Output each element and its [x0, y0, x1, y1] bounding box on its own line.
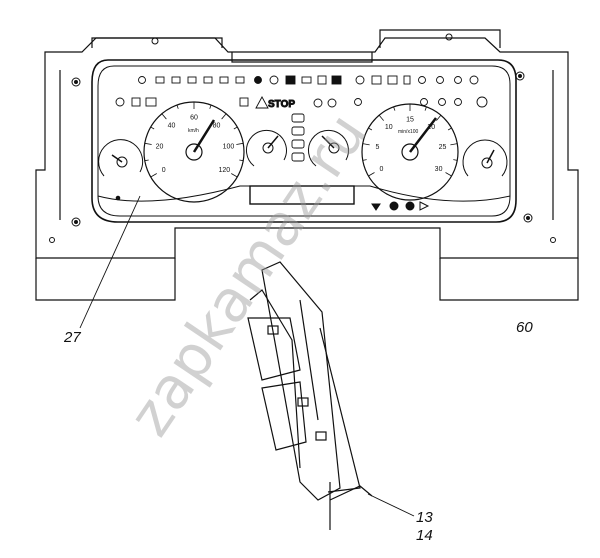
speedo-tick — [209, 104, 212, 109]
small-gauge-center-right — [307, 129, 349, 167]
indicator-lamps-second: STOP — [115, 96, 488, 110]
speedo-tick — [150, 173, 157, 178]
tacho-tick — [450, 143, 458, 146]
cluster-bezel — [91, 59, 517, 223]
tachometer-needle — [409, 117, 437, 153]
callout-figure: 60 — [516, 319, 533, 336]
speedo-tick — [144, 159, 149, 162]
tacho-tick-label: 5 — [376, 144, 380, 151]
speedo-tick — [176, 104, 179, 109]
rear-connector-housing — [247, 261, 373, 530]
tacho-tick-label: 10 — [385, 124, 393, 131]
warning-triangle-icon — [255, 96, 269, 109]
speedo-tick — [231, 173, 238, 178]
tacho-tick — [447, 127, 452, 131]
indicator-lamps-top — [138, 75, 479, 85]
center-lamp-column — [291, 113, 305, 162]
speedo-tick-label: 20 — [156, 143, 164, 150]
speedo-tick — [233, 126, 238, 130]
speedo-tick-label: 40 — [168, 123, 176, 130]
speedo-tick — [239, 159, 244, 162]
tacho-tick-label: 30 — [435, 166, 443, 173]
tacho-tick — [378, 114, 384, 121]
speedo-tick — [236, 142, 244, 145]
tacho-tick — [436, 114, 442, 121]
small-gauge-left — [98, 139, 144, 201]
speedometer-gauge: 0 20 40 60 80 100 120 km/h — [143, 101, 245, 203]
digital-display — [249, 185, 355, 205]
screw-bottom-right — [523, 213, 533, 223]
speedo-tick-label: 100 — [223, 143, 235, 150]
tacho-tick — [368, 127, 373, 131]
tacho-tick — [362, 159, 367, 161]
tachometer-gauge: 0 5 10 15 20 25 30 min/x100 — [361, 103, 459, 201]
tacho-tick — [445, 172, 452, 177]
tacho-tick-label: 15 — [406, 117, 414, 124]
tacho-tick-label: 0 — [379, 166, 383, 173]
speedo-tick-label: 0 — [162, 167, 166, 174]
speedometer-unit: km/h — [188, 128, 199, 134]
tacho-tick — [368, 172, 375, 177]
speedo-tick — [221, 113, 227, 120]
callout-dashboard: 27 — [63, 329, 81, 346]
speedo-tick-label: 120 — [218, 167, 230, 174]
screw-bracket-left — [151, 37, 159, 45]
screw-bottom-left — [71, 217, 81, 227]
tacho-tick — [424, 106, 427, 111]
speedo-tick-label: 80 — [213, 123, 221, 130]
speedometer-needle — [192, 119, 216, 153]
small-gauge-right — [462, 139, 508, 177]
small-gauge-center-left — [245, 129, 287, 167]
screw-top-left — [71, 77, 81, 87]
stop-warning-label: STOP — [268, 99, 295, 110]
speedo-tick — [150, 126, 155, 130]
tacho-tick — [453, 159, 458, 161]
tacho-tick-label: 20 — [427, 124, 435, 131]
turn-indicator-lamps — [371, 201, 430, 211]
callout-connector-b: 14 — [416, 527, 433, 544]
speedo-tick — [144, 142, 152, 145]
speedo-tick — [161, 113, 167, 120]
tachometer-unit: min/x100 — [398, 129, 419, 135]
tacho-tick-label: 25 — [439, 144, 447, 151]
speedo-tick-label: 60 — [190, 115, 198, 122]
screw-bracket-right — [445, 33, 453, 41]
tacho-tick — [362, 143, 370, 146]
callout-connector-a: 13 — [416, 509, 433, 526]
mounting-bracket — [35, 29, 579, 301]
leader-lines — [79, 195, 415, 517]
watermark: zapkamaz.ru — [115, 101, 380, 448]
tacho-tick — [393, 106, 396, 111]
